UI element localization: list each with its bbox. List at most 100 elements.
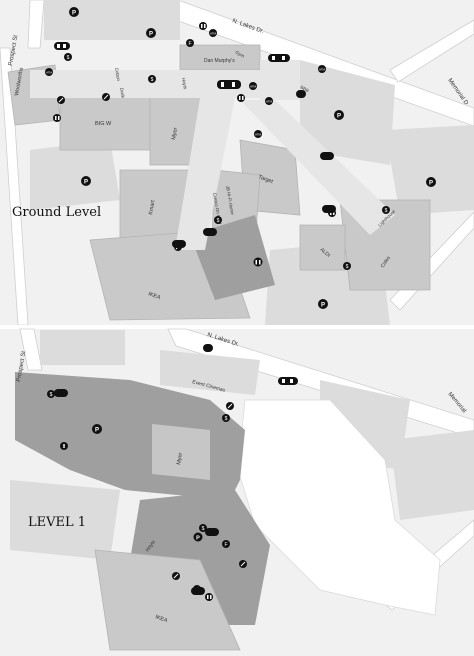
svg-text:F: F (188, 41, 191, 47)
svg-text:P: P (337, 114, 341, 120)
lift-icon[interactable] (296, 90, 306, 98)
escalator-icon[interactable] (172, 572, 180, 580)
label-dusk: Dusk (119, 87, 126, 99)
level1-title: LEVEL 1 (28, 515, 86, 530)
money-icon[interactable]: $ (47, 390, 55, 398)
service-road (27, 0, 45, 49)
lift-icon[interactable] (191, 587, 205, 595)
parking-icon[interactable]: P (92, 424, 102, 434)
lift-icon[interactable] (278, 377, 298, 385)
lift-icon[interactable] (54, 389, 68, 397)
parking-icon[interactable]: P (193, 532, 203, 542)
toilets-icon[interactable] (237, 94, 245, 102)
lift-icon[interactable] (203, 344, 213, 352)
parking-icon[interactable]: P (334, 110, 344, 120)
money-icon[interactable]: $ (214, 216, 222, 224)
lift-icon[interactable] (320, 152, 334, 160)
lift-icon[interactable] (268, 54, 290, 62)
ground-level-title: Ground Level (12, 205, 101, 220)
label-costco: Costco On Hold (212, 192, 223, 225)
street-label-prospect-l1: Prospect St (16, 350, 27, 382)
toilets-icon[interactable] (253, 257, 263, 267)
toilets-icon[interactable] (205, 593, 213, 601)
block-cinema-l1 (160, 350, 260, 395)
family-room-icon[interactable]: F (186, 39, 194, 47)
escalator-icon[interactable] (226, 402, 234, 410)
money-icon[interactable]: $ (343, 262, 351, 270)
memorial-road-north (389, 19, 474, 83)
escalator-icon[interactable] (57, 96, 65, 104)
atm-icon[interactable]: ATM (318, 65, 326, 73)
parking-icon[interactable]: P (146, 28, 156, 38)
ground-roads (0, 0, 474, 326)
street-label-prospect: Prospect St (8, 34, 19, 66)
lift-icon[interactable] (203, 228, 217, 236)
svg-text:ATM: ATM (250, 85, 257, 89)
walkway-main (30, 70, 300, 98)
svg-text:ATM: ATM (210, 32, 217, 36)
money-icon[interactable]: $ (382, 206, 390, 214)
ground-walkways (30, 60, 395, 250)
svg-text:$: $ (67, 55, 70, 61)
lift-icon[interactable] (172, 240, 186, 248)
label-kmart: Kmart (148, 199, 157, 215)
label-hoyts: Hoyts (181, 77, 188, 90)
atm-icon[interactable]: ATM (265, 97, 273, 105)
svg-text:ATM: ATM (46, 71, 53, 75)
svg-text:P: P (321, 303, 325, 309)
parking-icon[interactable]: P (81, 176, 91, 186)
level1-map: N. Lakes Dr. Prospect St Memorial Myer E… (0, 328, 474, 656)
parking-icon[interactable]: P (69, 7, 79, 17)
escalator-icon[interactable] (239, 560, 247, 568)
money-icon[interactable]: $ (222, 414, 230, 422)
money-icon[interactable]: $ (199, 524, 207, 532)
parking-icon[interactable]: P (318, 299, 328, 309)
label-myer: Myer (171, 127, 179, 140)
svg-text:P: P (95, 428, 99, 434)
svg-text:$: $ (385, 208, 388, 214)
level1-ikea-block (94, 549, 241, 651)
svg-text:$: $ (225, 416, 228, 422)
atm-icon[interactable]: ATM (45, 68, 53, 76)
label-target: Target (257, 174, 274, 185)
lift-icon[interactable] (205, 528, 219, 536)
svg-text:$: $ (217, 218, 220, 224)
svg-text:$: $ (346, 264, 349, 270)
label-bigw: BIG W (95, 121, 112, 127)
label-ikea: IKEA (147, 291, 161, 301)
toilets-icon[interactable] (199, 22, 207, 30)
block-nw-l1 (40, 330, 125, 365)
atm-icon[interactable]: ATM (209, 29, 217, 37)
label-cotton: Cotton (114, 67, 121, 81)
money-icon[interactable]: $ (148, 75, 156, 83)
label-bbb: BBB (300, 85, 310, 94)
escalator-icon[interactable] (102, 93, 110, 101)
store-hoyts-block (190, 215, 275, 300)
label-jb-hifi: JB Hi-Fi Home (225, 185, 235, 215)
parking-icon[interactable]: P (426, 177, 436, 187)
lift-icon[interactable] (217, 80, 241, 89)
atm-icon[interactable]: ATM (249, 82, 257, 90)
lift-icon[interactable] (54, 42, 70, 50)
svg-text:ATM: ATM (319, 68, 326, 72)
level1-myer-block (152, 424, 210, 480)
money-icon[interactable]: $ (64, 53, 72, 61)
lift-icon[interactable] (322, 205, 336, 213)
carpark-ne (300, 60, 395, 165)
atm-icon[interactable]: ATM (254, 130, 262, 138)
svg-text:P: P (84, 180, 88, 186)
l1-label-myer: Myer (176, 452, 184, 465)
carpark-west (30, 140, 120, 210)
toilets-icon[interactable] (53, 114, 61, 122)
svg-text:ATM: ATM (255, 133, 262, 137)
svg-text:P: P (72, 11, 76, 17)
svg-text:$: $ (202, 526, 205, 532)
information-icon[interactable] (60, 442, 68, 450)
prospect-st-road-l1 (19, 328, 43, 371)
family-room-icon[interactable]: F (222, 540, 230, 548)
map-icons: P P P P P P P P ATM ATM ATM ATM ATM ATM … (45, 7, 436, 601)
svg-text:$: $ (50, 392, 53, 398)
l1-label-ikea: IKEA (154, 614, 168, 624)
block-north (115, 0, 180, 40)
